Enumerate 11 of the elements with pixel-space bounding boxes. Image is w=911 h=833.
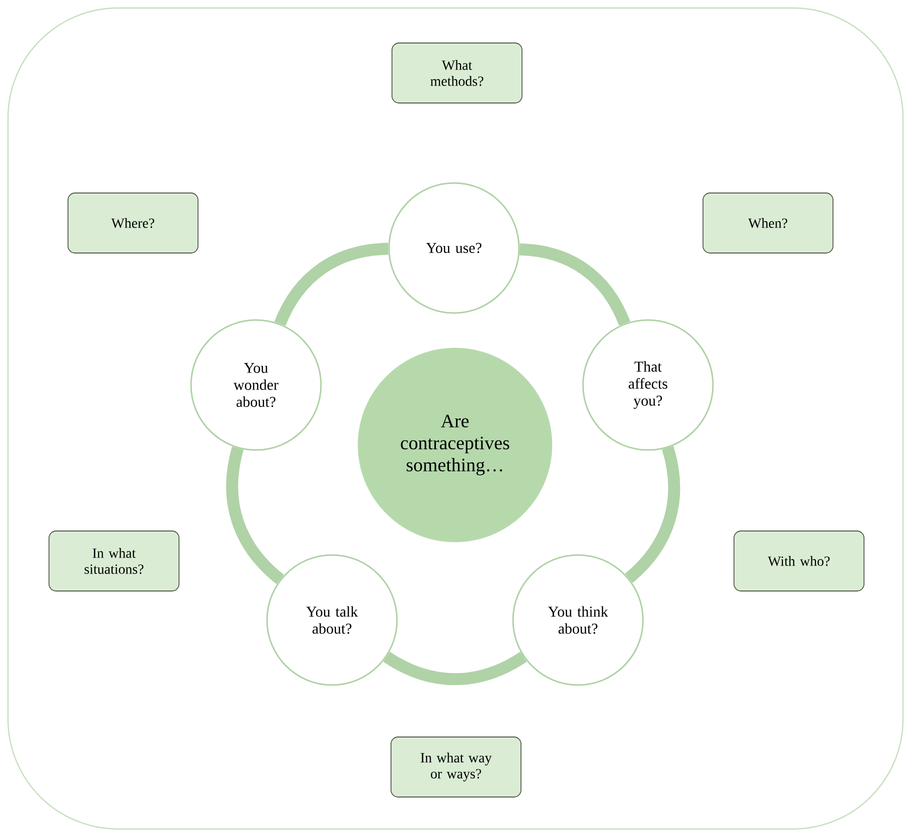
question-box: Where?: [68, 192, 198, 254]
question-box: With who?: [734, 530, 864, 592]
ring-segment: [383, 652, 527, 686]
question-box: What methods?: [392, 42, 522, 104]
ring-segment: [519, 243, 630, 326]
ring-segment: [226, 446, 284, 584]
ring-segment: [624, 446, 680, 583]
question-box: In what way or ways?: [390, 736, 522, 798]
ring-segment: [274, 242, 389, 326]
question-box: When?: [702, 192, 834, 254]
question-box: In what situations?: [48, 530, 180, 592]
